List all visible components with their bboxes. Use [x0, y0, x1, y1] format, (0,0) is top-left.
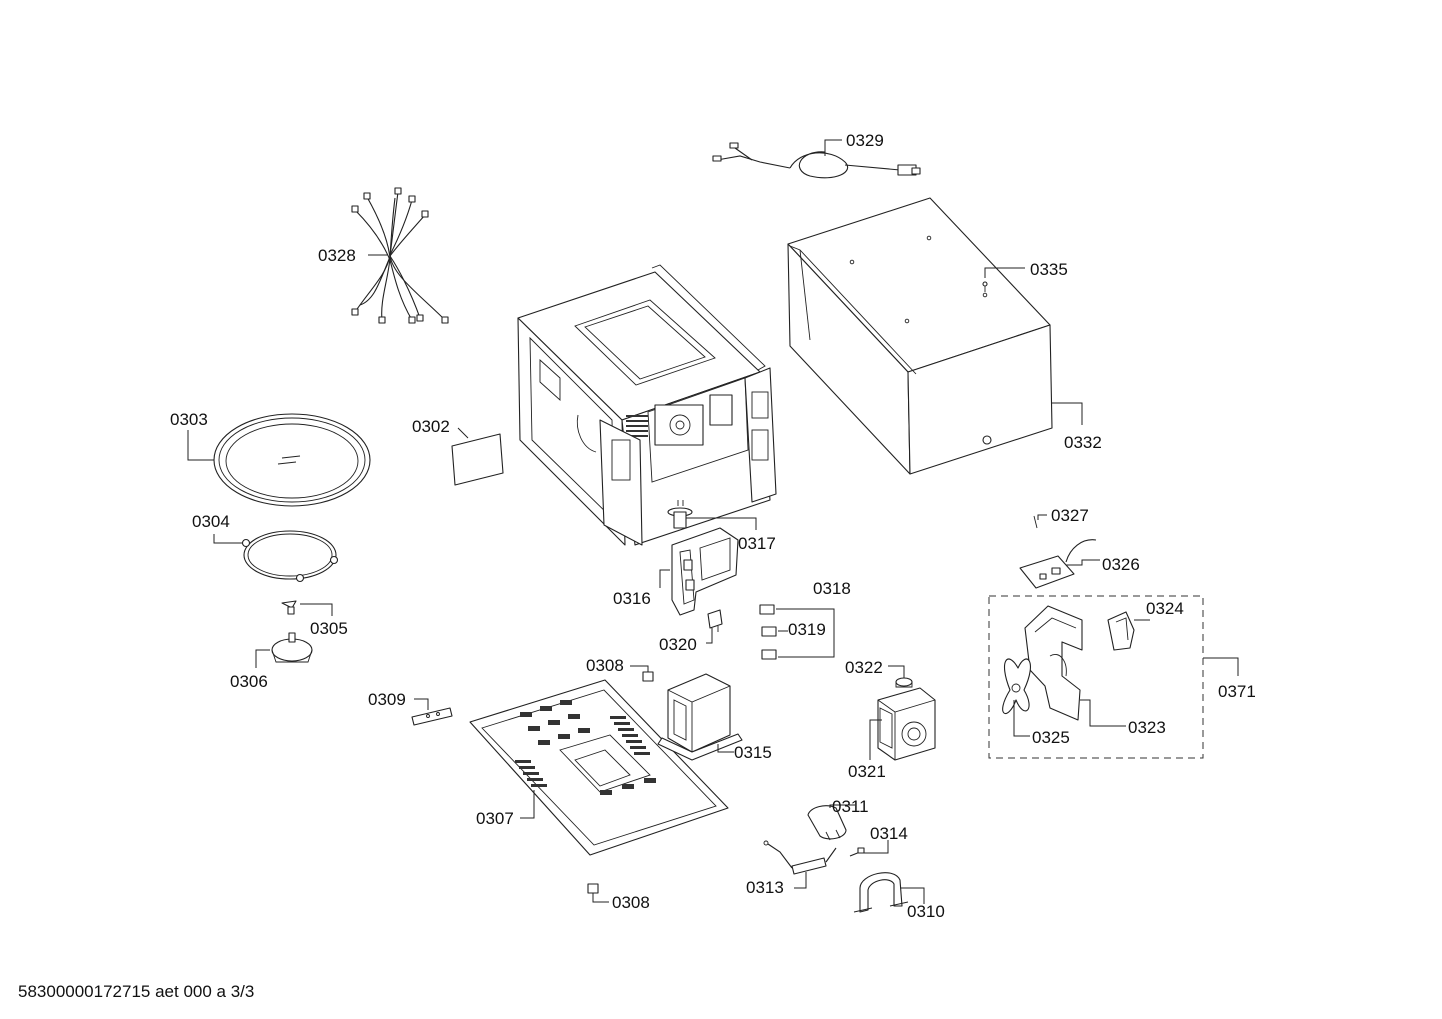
power-cord-part [712, 139, 921, 179]
wire-harness-part [351, 187, 449, 324]
label-0302: 0302 [412, 417, 450, 436]
label-0308-bottom: 0308 [612, 893, 650, 912]
foot-bottom-part [587, 883, 609, 903]
label-0303: 0303 [170, 410, 208, 429]
label-0307: 0307 [476, 809, 514, 828]
label-0329: 0329 [846, 131, 884, 150]
fan-assembly-group [988, 595, 1239, 759]
label-0323: 0323 [1128, 718, 1166, 737]
label-0311: 0311 [832, 797, 869, 816]
label-0306: 0306 [230, 672, 268, 691]
label-0318: 0318 [813, 579, 851, 598]
label-0322: 0322 [845, 658, 883, 677]
glass-turntable-part [187, 413, 371, 507]
thermal-cutout-part [667, 500, 757, 530]
label-0310: 0310 [907, 902, 945, 921]
foot-top-part [630, 665, 654, 682]
pcb-screw-part [1033, 514, 1047, 529]
thermostat-part [888, 665, 913, 688]
control-board-part [1019, 539, 1100, 589]
label-0313: 0313 [746, 878, 784, 897]
outer-casing-part [787, 197, 1083, 475]
transformer-left-part [657, 673, 743, 761]
roller-ring-part [213, 530, 339, 583]
label-0371: 0371 [1218, 682, 1256, 701]
label-0309: 0309 [368, 690, 406, 709]
fuse-part [763, 840, 837, 889]
label-0325: 0325 [1032, 728, 1070, 747]
coupler-part [281, 600, 333, 616]
label-0320: 0320 [659, 635, 697, 654]
switch-bracket-part [659, 527, 739, 616]
label-0319: 0319 [788, 620, 826, 639]
label-0335: 0335 [1030, 260, 1068, 279]
label-0308-top: 0308 [586, 656, 624, 675]
base-plate-part [469, 679, 729, 856]
magnetron-part [869, 687, 936, 761]
label-0315: 0315 [734, 743, 772, 762]
label-0326: 0326 [1102, 555, 1140, 574]
screw-part [982, 267, 1025, 292]
mica-cover-part [451, 427, 504, 486]
label-0305: 0305 [310, 619, 348, 638]
label-0328: 0328 [318, 246, 356, 265]
micro-switches-part [759, 604, 835, 660]
label-0317: 0317 [738, 534, 776, 553]
label-0316: 0316 [613, 589, 651, 608]
clamp-part [853, 872, 925, 913]
door-switch-part [706, 609, 723, 644]
document-footer: 58300000172715 aet 000 a 3/3 [18, 982, 255, 1001]
capacitor-part [807, 804, 855, 841]
label-0327: 0327 [1051, 506, 1089, 525]
label-0321: 0321 [848, 762, 886, 781]
bracket-part [411, 698, 453, 726]
label-0314: 0314 [870, 824, 908, 843]
turntable-motor-part [255, 632, 313, 668]
label-0332: 0332 [1064, 433, 1102, 452]
label-0304: 0304 [192, 512, 230, 531]
oven-cavity-part [517, 264, 777, 546]
label-0324: 0324 [1146, 599, 1184, 618]
diode-part [849, 840, 889, 857]
